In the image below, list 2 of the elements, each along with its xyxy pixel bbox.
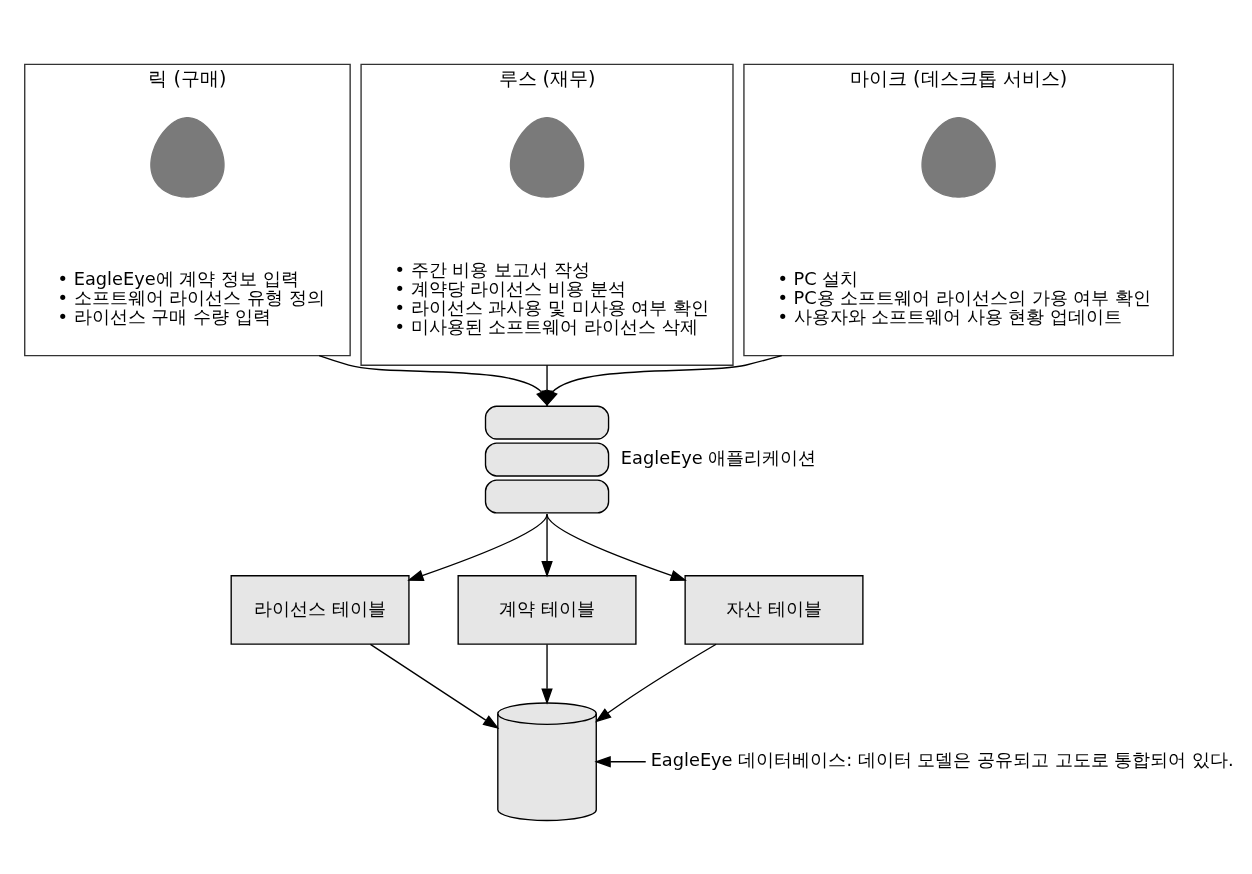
node-label: EagleEye 애플리케이션 (620, 448, 817, 469)
node-text: EagleEye 데이터베이스: 데이터 모델은 공유되고 고도로 통합되어 있다. (650, 750, 1234, 771)
